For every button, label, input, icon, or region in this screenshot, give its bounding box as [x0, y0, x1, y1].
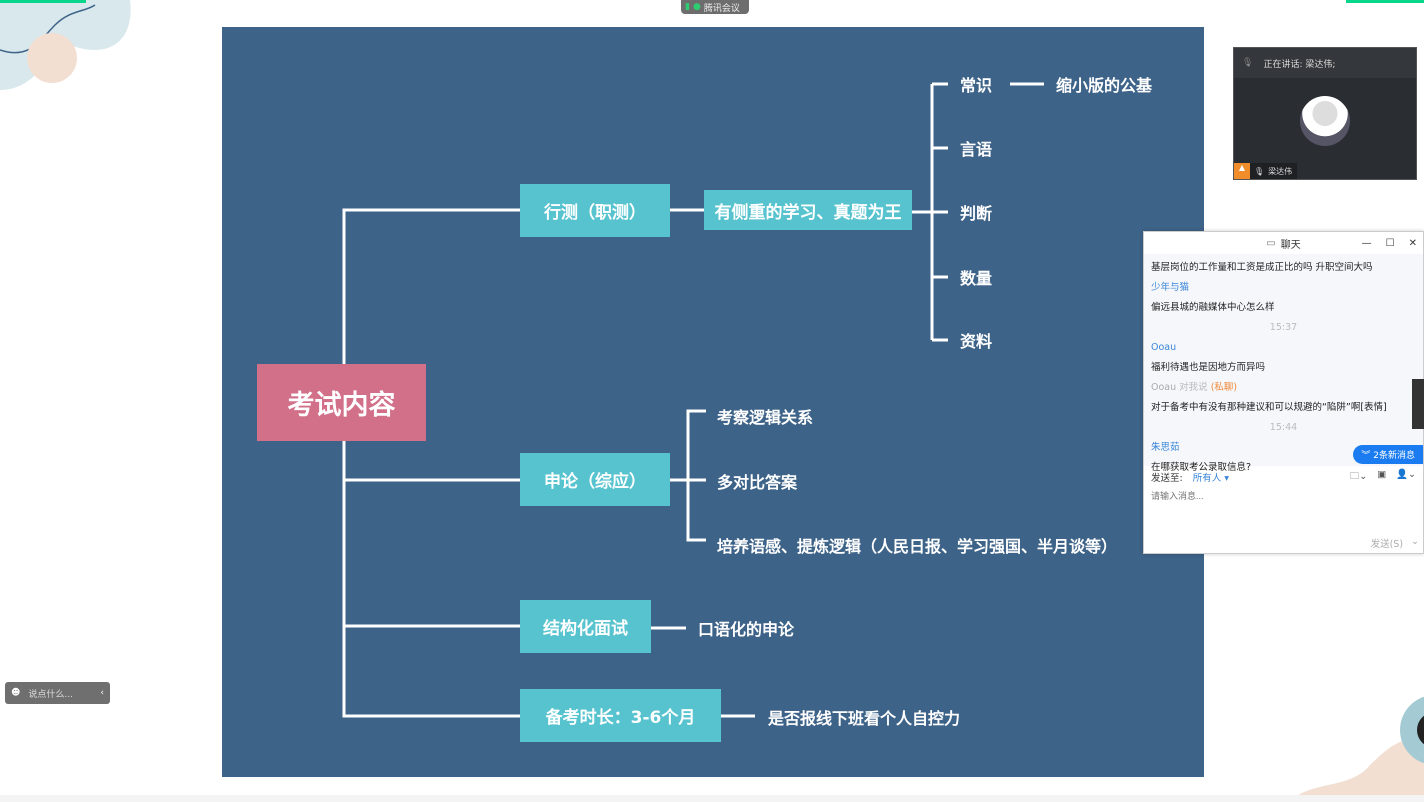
decoration-top-left: [0, 0, 131, 90]
participant-name: 梁达伟: [1268, 166, 1293, 176]
private-to: 对我说: [1179, 382, 1208, 393]
avatar: [1300, 96, 1350, 146]
close-icon[interactable]: ✕: [1408, 237, 1417, 249]
sender-name: 少年与猫: [1151, 282, 1190, 293]
comment-input[interactable]: 说点什么...: [28, 689, 73, 700]
branch-duration: 备考时长：3-6个月: [520, 689, 721, 742]
branch-xingce-note: 有侧重的学习、真题为王: [704, 190, 912, 230]
recipient-value: 所有人: [1192, 473, 1222, 484]
folder-icon[interactable]: 🗀⌄: [1349, 471, 1368, 482]
send-button[interactable]: 发送(S): [1370, 539, 1404, 550]
sender-name: Ooau: [1151, 342, 1177, 353]
leaf-shenlun-3: 培养语感、提炼逻辑（人民日报、学习强国、半月谈等）: [717, 537, 1118, 556]
send-to-label: 发送至:: [1151, 473, 1183, 484]
branch-interview-note: 口语化的申论: [698, 620, 795, 639]
maximize-icon[interactable]: ☐: [1385, 237, 1395, 249]
message-text: 对于备考中有没有那种建议和可以规避的“陷阱”啊[表情]: [1151, 402, 1387, 413]
user-icon: ▲: [1234, 163, 1250, 179]
clipboard-icon[interactable]: ▣: [1377, 469, 1387, 480]
decoration-bottom-right: [1290, 696, 1424, 802]
leaf-shenlun-1: 考察逻辑关系: [717, 408, 814, 427]
branch-shenlun: 申论（综应）: [520, 453, 670, 506]
timestamp: 15:37: [1269, 322, 1298, 333]
emoji-icon[interactable]: ☻: [11, 688, 21, 698]
mindmap-root: 考试内容: [257, 364, 426, 441]
new-messages-button[interactable]: ︾ 2条新消息: [1353, 445, 1423, 464]
app-name: 腾讯会议: [703, 3, 740, 14]
branch-duration-note: 是否报线下班看个人自控力: [768, 709, 961, 728]
decoration-top-right: [1346, 0, 1424, 3]
leaf-shenlun-2: 多对比答案: [717, 473, 798, 492]
new-messages-label: 2条新消息: [1373, 451, 1415, 461]
minimize-icon[interactable]: —: [1361, 237, 1372, 249]
message-text: 福利待遇也是因地方而异吗: [1151, 362, 1266, 373]
status-dot-icon: ●: [692, 2, 701, 12]
signal-icon: ▮: [685, 2, 690, 12]
timestamp: 15:44: [1269, 422, 1298, 433]
leaf-yanyu: 言语: [960, 140, 993, 159]
branch-xingce: 行测（职测）: [520, 184, 670, 237]
sender-name: 朱思茹: [1151, 442, 1180, 453]
private-tag: (私聊): [1210, 382, 1238, 393]
user-icon[interactable]: 👤⌄: [1396, 469, 1416, 480]
message-text: 在哪获取考公录取信息?: [1151, 462, 1252, 473]
chat-icon: ▭: [1266, 237, 1276, 249]
meeting-app-badge[interactable]: ▮ ● 腾讯会议: [681, 0, 749, 14]
double-chevron-down-icon: ︾: [1361, 451, 1374, 461]
leaf-shuliang: 数量: [960, 269, 993, 288]
mic-icon: 🎙: [1254, 166, 1265, 176]
message-text: 偏远县城的融媒体中心怎么样: [1151, 302, 1275, 313]
collapse-chevron-icon[interactable]: ‹: [100, 688, 104, 698]
video-panel[interactable]: 🎙 正在讲话: 梁达伟; ▲ 🎙 梁达伟: [1233, 47, 1417, 180]
comment-bar[interactable]: ☻ 说点什么... ‹: [5, 682, 110, 704]
bottom-strip: [0, 795, 1424, 802]
leaf-ziliao: 资料: [960, 332, 993, 351]
leaf-panduan: 判断: [960, 204, 993, 223]
message-list[interactable]: 基层岗位的工作量和工资是成正比的吗 升职空间大吗 少年与猫 偏远县城的融媒体中心…: [1144, 254, 1423, 473]
chat-window[interactable]: ▭ 聊天 — ☐ ✕ 基层岗位的工作量和工资是成正比的吗 升职空间大吗 少年与猫…: [1143, 231, 1424, 554]
message-input[interactable]: [1144, 488, 1423, 504]
side-panel-toggle[interactable]: [1412, 379, 1424, 429]
speaking-indicator: 正在讲话: 梁达伟;: [1263, 59, 1336, 70]
leaf-changshi: 常识: [960, 76, 993, 95]
message-text: 基层岗位的工作量和工资是成正比的吗 升职空间大吗: [1151, 262, 1373, 273]
mic-icon: 🎙: [1242, 58, 1254, 68]
send-options-icon[interactable]: ⌄: [1411, 536, 1419, 547]
recipient-select[interactable]: 所有人 ▾: [1192, 473, 1230, 484]
chat-title: 聊天: [1280, 239, 1301, 251]
sender-name: Ooau: [1151, 382, 1177, 393]
leaf-changshi-note: 缩小版的公基: [1056, 76, 1153, 95]
branch-interview: 结构化面试: [520, 600, 651, 653]
